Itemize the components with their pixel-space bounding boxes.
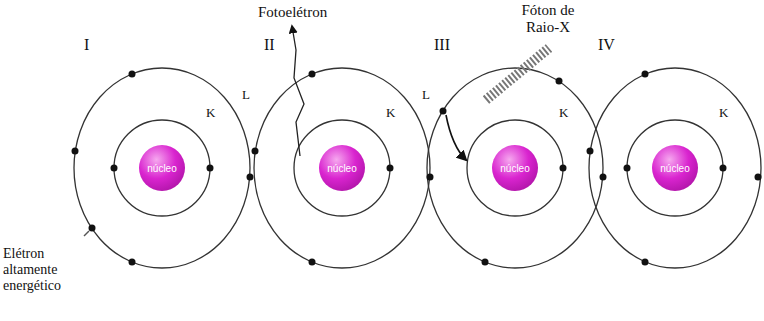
- panel-number: IV: [598, 36, 615, 54]
- nucleus-circle: núcleo: [319, 145, 365, 191]
- nucleus-circle: núcleo: [492, 145, 538, 191]
- nucleus-label: núcleo: [500, 163, 529, 174]
- panel-number: III: [434, 36, 450, 54]
- nucleus-label: núcleo: [327, 163, 356, 174]
- shell-label: K: [206, 106, 215, 121]
- callout-label: Elétron altamente energético: [3, 246, 85, 294]
- callout-label: Fóton de Raio-X: [505, 2, 591, 37]
- nucleus-circle: núcleo: [139, 145, 185, 191]
- shell-label: L: [242, 88, 250, 103]
- nucleus-label: núcleo: [660, 163, 689, 174]
- nucleus-label: núcleo: [147, 163, 176, 174]
- nucleus-circle: núcleo: [652, 145, 698, 191]
- shell-label: K: [719, 106, 728, 121]
- panel-number: II: [264, 36, 275, 54]
- shell-label: K: [559, 106, 568, 121]
- shell-label: K: [386, 106, 395, 121]
- shell-label: L: [422, 88, 430, 103]
- panel-number: I: [84, 36, 89, 54]
- callout-label: Fotoelétron: [258, 4, 327, 21]
